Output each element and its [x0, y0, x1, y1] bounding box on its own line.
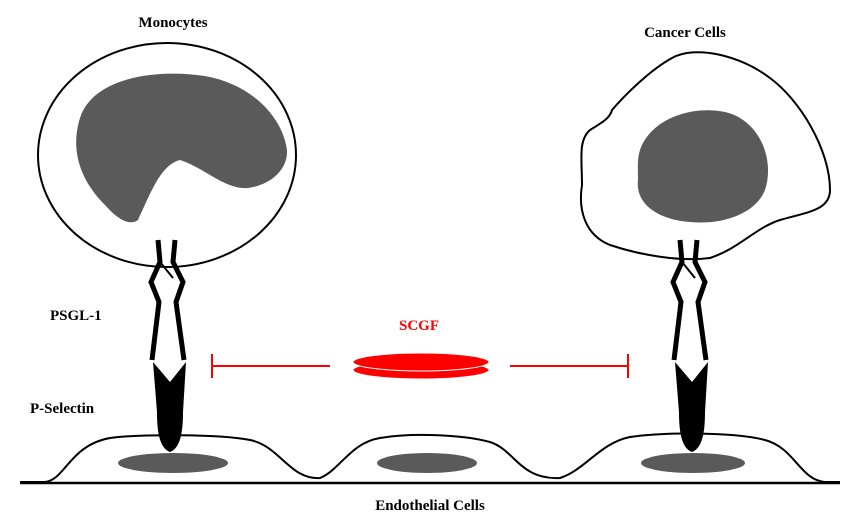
psgl1-strand-right-a: [670, 239, 685, 361]
psgl1-link-right: [681, 261, 696, 279]
cancer-cells-label: Cancer Cells: [644, 25, 726, 41]
endothelial-nucleus-left: [118, 453, 228, 473]
psgl1-link-left: [159, 261, 174, 279]
endothelial-layer: [20, 432, 840, 485]
endothelial-cells-label: Endothelial Cells: [375, 498, 485, 514]
scgf-ellipse-top: [352, 352, 490, 372]
psgl1-strand-right-b: [692, 239, 709, 361]
p-selectin-label: P-Selectin: [30, 401, 95, 417]
psgl1-strand-left-b: [170, 239, 187, 361]
scgf-label: SCGF: [399, 318, 439, 334]
psgl1-receptor-right: [670, 239, 709, 361]
monocytes-label: Monocytes: [138, 15, 207, 31]
monocyte-nucleus: [76, 73, 288, 223]
psgl1-receptor-left: [148, 239, 187, 361]
cancer-cell: [580, 51, 832, 261]
scgf-molecule: [352, 352, 490, 380]
psgl1-strand-left-a: [148, 239, 163, 361]
psgl1-label: PSGL-1: [50, 308, 102, 324]
monocyte-cell: [37, 42, 297, 268]
inhibition-right: [510, 354, 629, 378]
inhibition-left: [211, 354, 330, 378]
endothelial-nucleus-middle: [377, 453, 477, 473]
p-selectin-right: [675, 362, 708, 452]
endothelial-nucleus-right: [641, 453, 745, 473]
cancer-cell-nucleus: [637, 110, 769, 223]
p-selectin-left: [153, 362, 186, 452]
